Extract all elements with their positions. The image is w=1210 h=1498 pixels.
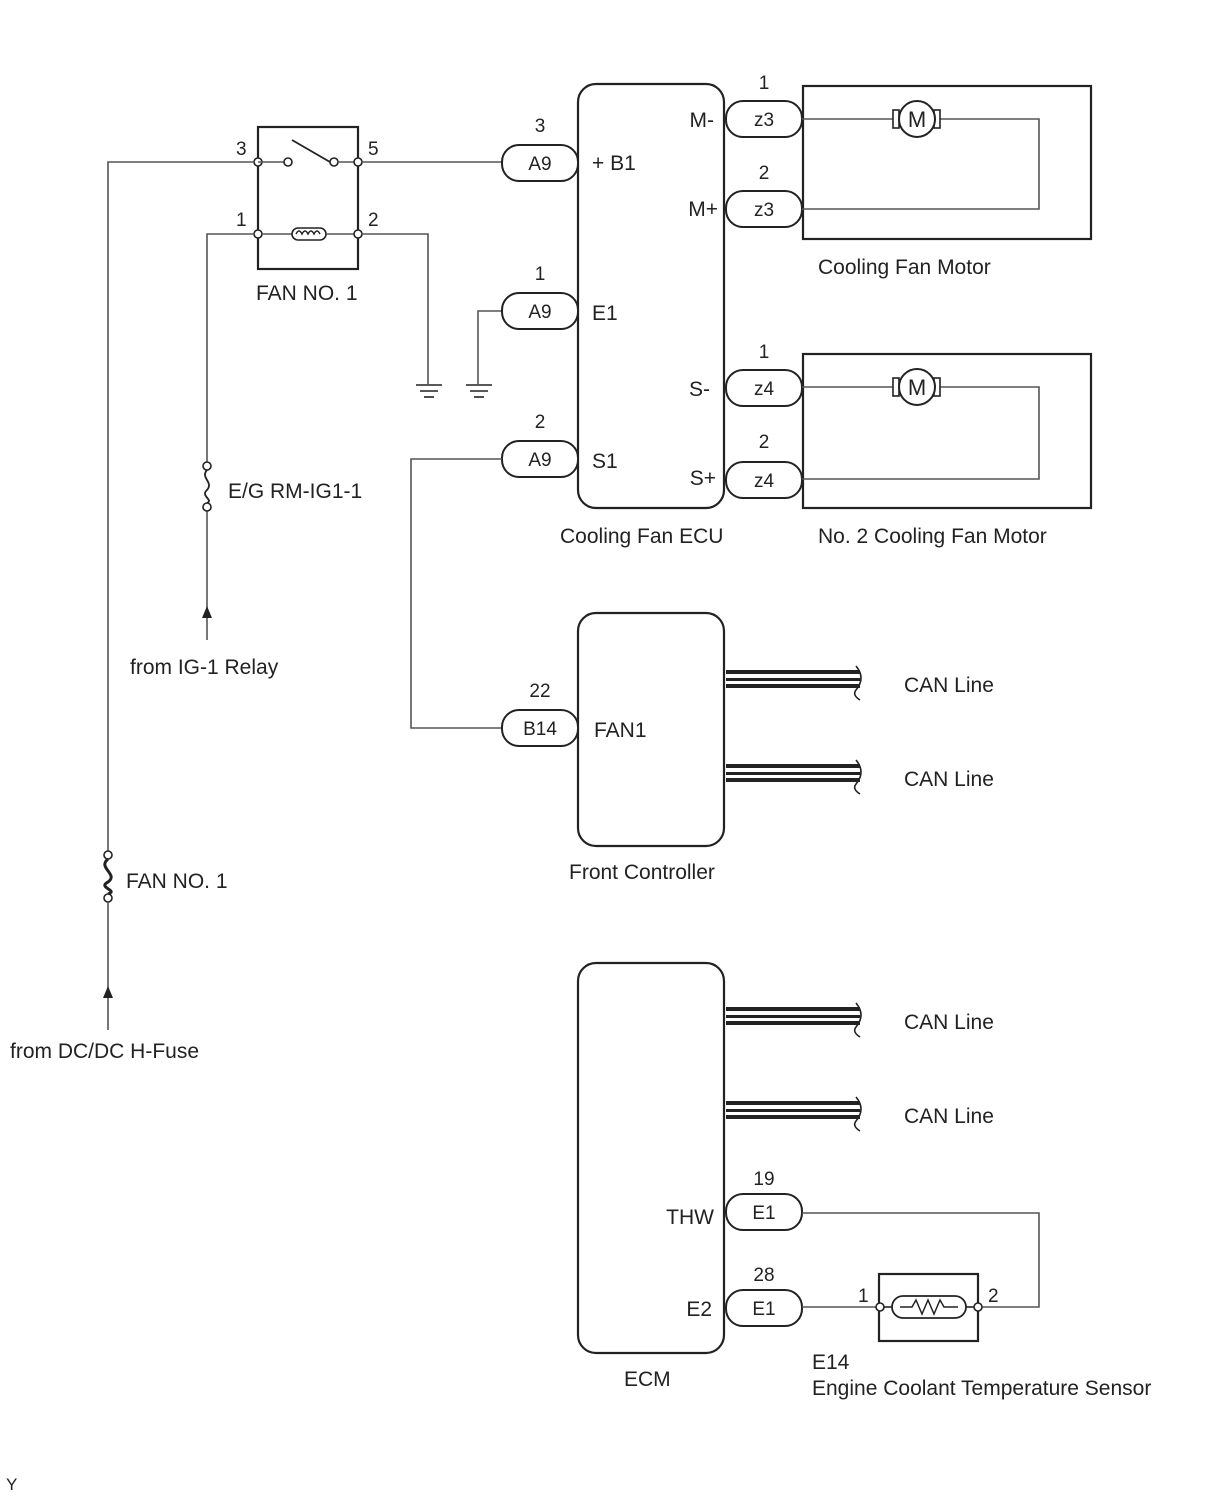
sensor-code: E14 — [812, 1351, 850, 1374]
svg-text:A9: A9 — [528, 302, 551, 323]
svg-text:z3: z3 — [754, 110, 774, 131]
connector-z4-s-minus: z4 1 — [725, 342, 803, 407]
svg-text:2: 2 — [535, 412, 546, 433]
svg-text:M: M — [908, 107, 926, 132]
svg-text:1: 1 — [535, 264, 546, 285]
relay-pin-2: 2 — [368, 210, 379, 231]
switch-contact-a — [283, 157, 293, 167]
eg-fuse-label: E/G RM-IG1-1 — [228, 480, 362, 503]
connector-a9-s1: A9 2 — [501, 412, 579, 478]
sensor-pin-2: 2 — [988, 1286, 999, 1307]
connector-a9-e1: A9 1 — [501, 264, 579, 330]
terminal-s-minus: S- — [689, 378, 710, 401]
no2-cooling-fan-motor: M — [801, 352, 1093, 510]
ecm-label: ECM — [624, 1368, 671, 1391]
svg-text:3: 3 — [535, 116, 546, 137]
eg-fuse-icon — [202, 461, 212, 512]
fan-fuse-icon — [103, 850, 113, 903]
svg-text:M: M — [908, 375, 926, 400]
terminal-e2: E2 — [686, 1298, 712, 1321]
wire-thw-to-sensor — [802, 1212, 1040, 1308]
wire-s1-to-fan1 — [410, 458, 502, 729]
ground-icon — [416, 384, 442, 398]
connector-z3-m-minus: z3 1 — [725, 73, 803, 138]
source-ig1-label: from IG-1 Relay — [130, 656, 279, 679]
svg-text:E1: E1 — [752, 1203, 775, 1224]
relay-pin-3: 3 — [236, 139, 247, 160]
svg-text:22: 22 — [529, 681, 550, 702]
corner-mark: Y — [6, 1475, 17, 1494]
connector-e1-thw: E1 19 — [725, 1169, 803, 1231]
motor-icon — [898, 368, 936, 406]
terminal-s1: S1 — [592, 450, 618, 473]
front-controller-label: Front Controller — [569, 861, 715, 884]
svg-text:2: 2 — [759, 163, 770, 184]
svg-text:1: 1 — [759, 73, 770, 94]
cooling-fan-motor-label: Cooling Fan Motor — [818, 256, 991, 279]
can-bundle — [726, 759, 862, 795]
arrow-up-icon — [202, 606, 212, 618]
sensor-pin-1: 1 — [858, 1286, 869, 1307]
coolant-temp-sensor — [875, 1272, 983, 1343]
connector-a9-b1: A9 3 — [501, 116, 579, 182]
terminal-thw: THW — [666, 1206, 714, 1229]
arrow-up-icon — [103, 986, 113, 998]
can-line-label: CAN Line — [904, 674, 994, 697]
relay-body — [256, 125, 360, 271]
wire-e1-to-ground — [477, 310, 502, 384]
sensor-label: Engine Coolant Temperature Sensor — [812, 1377, 1151, 1400]
can-bundle — [726, 1096, 862, 1132]
relay-label: FAN NO. 1 — [256, 282, 358, 305]
fan-relay: 3 5 1 2 FAN NO. 1 — [236, 125, 379, 305]
wire-relay3-to-fuse — [107, 161, 254, 852]
cooling-fan-ecu-label: Cooling Fan ECU — [560, 525, 723, 548]
terminal-s-plus: S+ — [690, 467, 716, 490]
motor-icon — [898, 100, 936, 138]
can-bundle — [726, 1002, 862, 1038]
relay-pin-1: 1 — [236, 210, 247, 231]
wire-relay2-to-ground — [362, 233, 429, 384]
svg-text:28: 28 — [753, 1265, 774, 1286]
cooling-fan-ecu-box — [576, 82, 726, 510]
svg-text:19: 19 — [753, 1169, 774, 1190]
svg-text:1: 1 — [759, 342, 770, 363]
svg-text:z4: z4 — [754, 379, 775, 400]
no2-cooling-fan-motor-label: No. 2 Cooling Fan Motor — [818, 525, 1047, 548]
connector-e1-e2: E1 28 — [725, 1265, 803, 1327]
source-dcdc-label: from DC/DC H-Fuse — [10, 1040, 199, 1063]
relay-coil — [291, 227, 327, 241]
can-bundle — [726, 665, 862, 701]
svg-text:A9: A9 — [528, 450, 551, 471]
svg-text:B14: B14 — [523, 719, 557, 740]
connector-z4-s-plus: z4 2 — [725, 432, 803, 499]
connector-z3-m-plus: z3 2 — [725, 163, 803, 228]
terminal-m-minus: M- — [690, 109, 715, 132]
ground-icon — [466, 384, 492, 398]
svg-text:z3: z3 — [754, 200, 774, 221]
svg-text:2: 2 — [759, 432, 770, 453]
svg-text:E1: E1 — [752, 1299, 775, 1320]
terminal-e1: E1 — [592, 302, 618, 325]
can-line-label: CAN Line — [904, 1011, 994, 1034]
terminal-fan1: FAN1 — [594, 719, 647, 742]
cooling-fan-motor: M — [801, 84, 1093, 241]
can-line-label: CAN Line — [904, 768, 994, 791]
ecm-box — [576, 961, 726, 1355]
switch-contact-b — [329, 157, 339, 167]
wire-relay1-to-egfuse — [206, 233, 254, 466]
relay-pin-5: 5 — [368, 139, 379, 160]
svg-text:A9: A9 — [528, 154, 551, 175]
connector-b14: B14 22 — [501, 681, 579, 747]
can-line-label: CAN Line — [904, 1105, 994, 1128]
switch-blade — [291, 139, 331, 163]
terminal-m-plus: M+ — [688, 198, 718, 221]
terminal-b1: + B1 — [592, 152, 636, 175]
fan-fuse-label: FAN NO. 1 — [126, 870, 228, 893]
svg-text:z4: z4 — [754, 471, 775, 492]
